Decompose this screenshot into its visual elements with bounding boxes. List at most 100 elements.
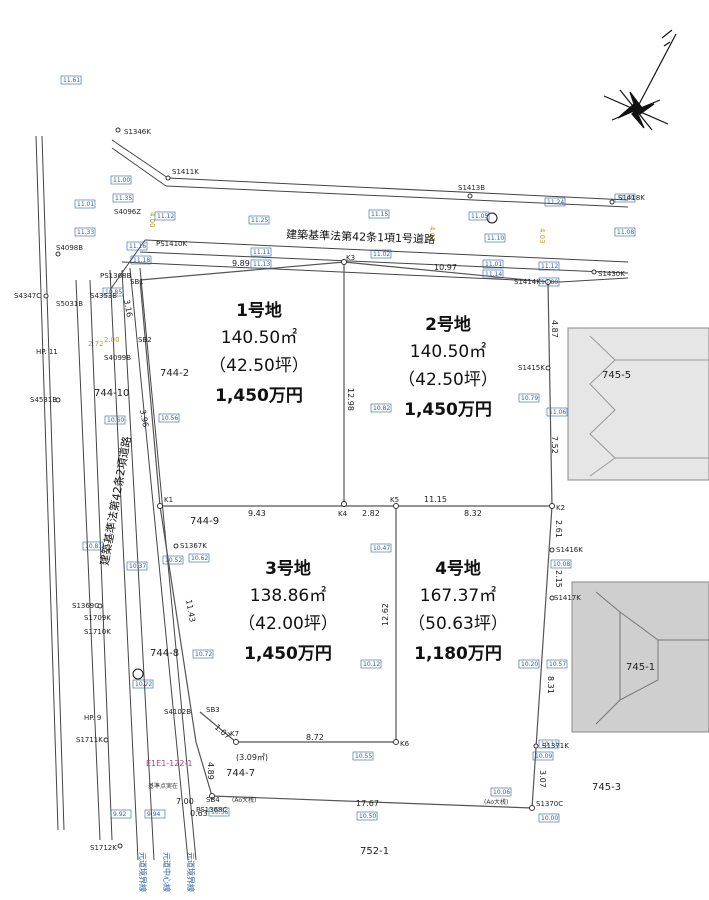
lot-4-label: 4号地 167.37㎡ （50.63坪） 1,180万円 (396, 556, 520, 670)
manhole-icon (132, 212, 498, 680)
parcel-label: 745-5 (602, 370, 631, 381)
dimension-label: 12.62 (381, 603, 390, 626)
lot-name: 2号地 (425, 315, 471, 335)
elevation-value: 10.79 (521, 395, 538, 402)
parcel-label: 745-3 (592, 782, 621, 793)
elevation-value: 11.25 (251, 217, 268, 224)
elevation-box (352, 751, 374, 761)
dimension-label: 8.32 (464, 509, 482, 518)
elevation-box (188, 553, 210, 563)
elevation-value: 11.13 (253, 261, 270, 268)
elevation-box (82, 541, 104, 551)
elevation-value: 11.24 (547, 199, 564, 206)
elevation-box (490, 787, 512, 797)
elevation-value: 10.09 (535, 753, 552, 760)
elevation-value: 11.06 (549, 409, 566, 416)
elevation-box (126, 241, 148, 251)
elevation-box (538, 277, 560, 287)
aou2-label: (Ao大桟) (484, 798, 508, 806)
dimension-label: 7.00 (176, 797, 194, 806)
lot-tsubo: （42.00坪） (238, 614, 338, 634)
north-road (109, 139, 629, 291)
elevation-box (532, 751, 554, 761)
elevation-box (368, 209, 390, 219)
elevation-value: 11.14 (485, 271, 502, 278)
point-label: K3 (346, 254, 355, 262)
building-745-1 (571, 581, 709, 733)
elevation-value: 10.72 (195, 651, 212, 658)
west-road (35, 135, 197, 861)
elevation-box (162, 555, 184, 565)
elevation-box (544, 197, 566, 207)
lot-price: 1,180万円 (414, 644, 502, 664)
elevation-value: 10.06 (493, 789, 510, 796)
point-label: S1712K (90, 844, 117, 852)
point-label: S1370C (536, 800, 563, 808)
dimension-label: 2.00 (104, 336, 120, 344)
dimension-label: 4.87 (550, 320, 559, 338)
elevation-box (360, 659, 382, 669)
elevation-box (518, 393, 540, 403)
parcel-label: 745-1 (626, 662, 655, 673)
elevation-box (126, 561, 148, 571)
elevation-box (112, 193, 134, 203)
elevation-box (144, 809, 166, 819)
elevation-box (482, 269, 504, 279)
elevation-box (468, 211, 490, 221)
e1e1-label: E1E1-122-1 (146, 759, 192, 768)
elevation-value: 10.11 (541, 741, 558, 748)
lot-2-label: 2号地 140.50㎡ （42.50坪） 1,450万円 (388, 312, 508, 426)
point-label: S4099B (104, 354, 131, 362)
elevation-value: 10.81 (85, 543, 102, 550)
lot-name: 3号地 (265, 559, 311, 579)
elevation-box (482, 259, 504, 269)
elevation-box (60, 75, 82, 85)
elevation-box (158, 413, 180, 423)
dimension-label: 4.89 (206, 762, 215, 780)
north-road-label: 建築基準法第42条1項1号道路 (286, 227, 435, 246)
lot-area: 167.37㎡ (419, 586, 497, 606)
west-road-label: 建築基準法第42条2項道路 (97, 435, 134, 566)
dimension-label: 11.15 (424, 495, 447, 504)
elevation-box (192, 649, 214, 659)
point-label: SB1 (130, 278, 144, 286)
survey-markers (43, 127, 615, 849)
aou-label: (Ao大桟) (232, 796, 256, 804)
elevation-value: 10.36 (211, 809, 228, 816)
point-label: S4096Z (114, 208, 141, 216)
point-label: SB4 (206, 796, 220, 804)
dimension-label: 17.67 (356, 799, 379, 808)
dimension-label: 3.07 (538, 770, 547, 788)
parcel-label: 744-2 (160, 368, 189, 379)
point-label: S4347C (14, 292, 41, 300)
elevation-value: 11.02 (373, 251, 390, 258)
parcel-label: 744-8 (150, 648, 179, 659)
elevation-value: 11.18 (133, 257, 150, 264)
point-label: S1709K (84, 614, 111, 622)
elevation-value: 10.20 (521, 661, 538, 668)
kijun-label: 基準点実在 (148, 782, 178, 790)
point-label: S1415K (518, 364, 545, 372)
lot-tsubo: （42.50坪） (209, 356, 309, 376)
elevation-value: 11.35 (115, 195, 132, 202)
elevation-box (250, 247, 272, 257)
lot-name: 4号地 (435, 559, 481, 579)
dimension-label: 2.15 (554, 570, 563, 588)
compass-icon (603, 29, 677, 131)
elevation-box (546, 659, 568, 669)
point-label: S1417K (554, 594, 581, 602)
lot-price: 1,450万円 (244, 644, 332, 664)
elevation-value: 11.33 (77, 229, 94, 236)
point-label: S1367K (180, 542, 207, 550)
elevation-value: 11.15 (371, 211, 388, 218)
point-label: S1346K (124, 128, 151, 136)
elevation-box (538, 739, 560, 749)
elevation-value: 11.01 (485, 261, 502, 268)
point-label: S1416K (556, 546, 583, 554)
dimension-label: 2.61 (554, 520, 563, 538)
elevation-value: 11.16 (129, 243, 146, 250)
dimension-label: (3.09㎡) (236, 753, 268, 762)
point-label: S1413B (458, 184, 485, 192)
point-label: S4531B (30, 396, 57, 404)
